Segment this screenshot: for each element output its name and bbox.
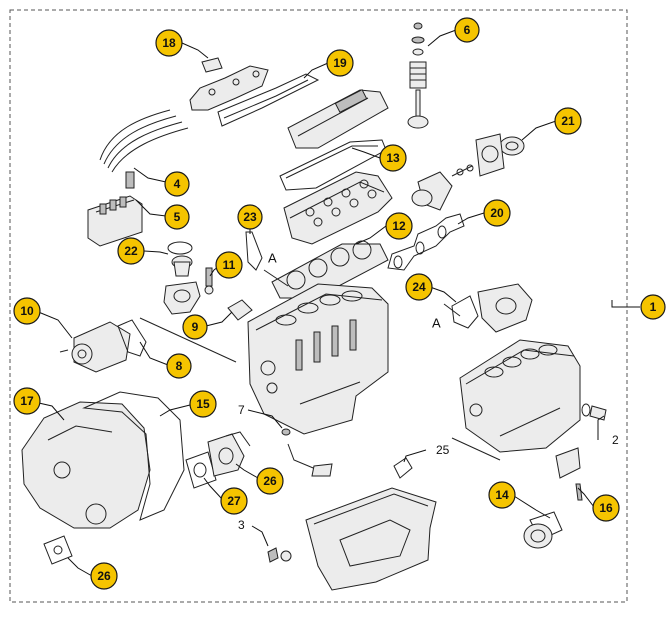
callout-17: 17 xyxy=(13,387,41,415)
gasket-23 xyxy=(245,231,263,271)
label-25: 25 xyxy=(436,443,450,457)
callout-22-label: 22 xyxy=(124,244,138,258)
rear-oil-seal xyxy=(523,511,563,549)
callout-22: 22 xyxy=(117,237,145,265)
callout-10-label: 10 xyxy=(20,304,34,318)
callout-14-label: 14 xyxy=(495,488,509,502)
label-3: 3 xyxy=(238,518,245,532)
callout-26-lower-label: 26 xyxy=(97,569,111,583)
reference-lines xyxy=(139,269,501,461)
callout-16: 16 xyxy=(592,494,620,522)
callout-4: 4 xyxy=(164,171,190,197)
thermostat-housing xyxy=(163,281,201,315)
callout-5-label: 5 xyxy=(174,210,181,224)
callout-26-upper: 26 xyxy=(256,467,284,495)
callout-27: 27 xyxy=(220,487,248,515)
callout-8: 8 xyxy=(166,353,192,379)
callout-19-label: 19 xyxy=(333,56,347,70)
fuel-injection-lines xyxy=(99,109,189,189)
callout-10: 10 xyxy=(13,297,41,325)
gasket-27 xyxy=(185,451,217,489)
dashed-border xyxy=(9,9,628,603)
bracket-16 xyxy=(555,447,583,501)
timing-cover-gasket xyxy=(82,391,185,521)
callout-23-label: 23 xyxy=(243,210,257,224)
idler-assembly xyxy=(411,164,474,211)
callout-12: 12 xyxy=(385,212,413,240)
cover-plate-26 xyxy=(207,431,251,477)
callout-16-label: 16 xyxy=(599,501,613,515)
oil-pan xyxy=(305,487,437,591)
callout-20-label: 20 xyxy=(490,206,504,220)
callout-11: 11 xyxy=(215,251,243,279)
callout-24-label: 24 xyxy=(412,280,426,294)
leader-lines xyxy=(29,29,640,577)
timing-cover xyxy=(21,401,151,529)
callout-9-label: 9 xyxy=(192,320,199,334)
reference-a-upper: A xyxy=(268,251,277,266)
callout-6-label: 6 xyxy=(464,23,471,37)
callout-14: 14 xyxy=(488,481,516,509)
water-pump xyxy=(59,321,131,373)
drain-plug xyxy=(267,547,292,563)
callout-26-lower: 26 xyxy=(90,562,118,590)
callout-17-label: 17 xyxy=(20,394,34,408)
callout-21-label: 21 xyxy=(561,114,575,128)
callout-24: 24 xyxy=(405,273,433,301)
callout-21: 21 xyxy=(554,107,582,135)
callout-5: 5 xyxy=(164,204,190,230)
thermostat xyxy=(167,241,193,277)
water-pump-gasket xyxy=(117,319,147,357)
callout-8-label: 8 xyxy=(176,359,183,373)
callout-12-label: 12 xyxy=(392,219,406,233)
oil-pickup xyxy=(281,428,333,477)
callout-23: 23 xyxy=(237,204,263,230)
injection-pump xyxy=(87,195,143,247)
callout-26-upper-label: 26 xyxy=(263,474,277,488)
head-gasket xyxy=(271,240,389,299)
callout-13-label: 13 xyxy=(386,151,400,165)
rocker-cover-gasket xyxy=(217,73,320,127)
gasket-9 xyxy=(227,299,253,321)
callout-1: 1 xyxy=(640,294,666,320)
rocker-cover xyxy=(287,89,389,149)
callout-15-label: 15 xyxy=(196,397,210,411)
engine-block-right xyxy=(459,339,581,453)
callout-18: 18 xyxy=(155,29,183,57)
callout-19: 19 xyxy=(326,49,354,77)
intake-manifold-gasket xyxy=(387,213,465,271)
callout-6: 6 xyxy=(454,17,480,43)
reference-a-lower: A xyxy=(432,316,441,331)
front-cover-seal xyxy=(475,133,525,177)
engine-block-main xyxy=(247,283,389,435)
callout-1-label: 1 xyxy=(650,300,657,314)
cylinder-head xyxy=(283,171,393,245)
valve-assembly xyxy=(407,22,429,129)
callout-27-label: 27 xyxy=(227,494,241,508)
flywheel-housing-gasket xyxy=(451,283,533,333)
seal-25 xyxy=(393,457,413,479)
temperature-sensor xyxy=(204,267,214,295)
callout-18-label: 18 xyxy=(162,36,176,50)
callout-20: 20 xyxy=(483,199,511,227)
cover-plate-26-lower xyxy=(43,535,73,565)
exhaust-manifold-gasket xyxy=(189,57,269,111)
callout-9: 9 xyxy=(182,314,208,340)
label-7: 7 xyxy=(238,403,245,417)
oil-pressure-switch xyxy=(581,403,607,421)
callout-15: 15 xyxy=(189,390,217,418)
label-2: 2 xyxy=(612,433,619,447)
callout-11-label: 11 xyxy=(223,258,236,272)
callout-13: 13 xyxy=(379,144,407,172)
callout-4-label: 4 xyxy=(174,177,181,191)
